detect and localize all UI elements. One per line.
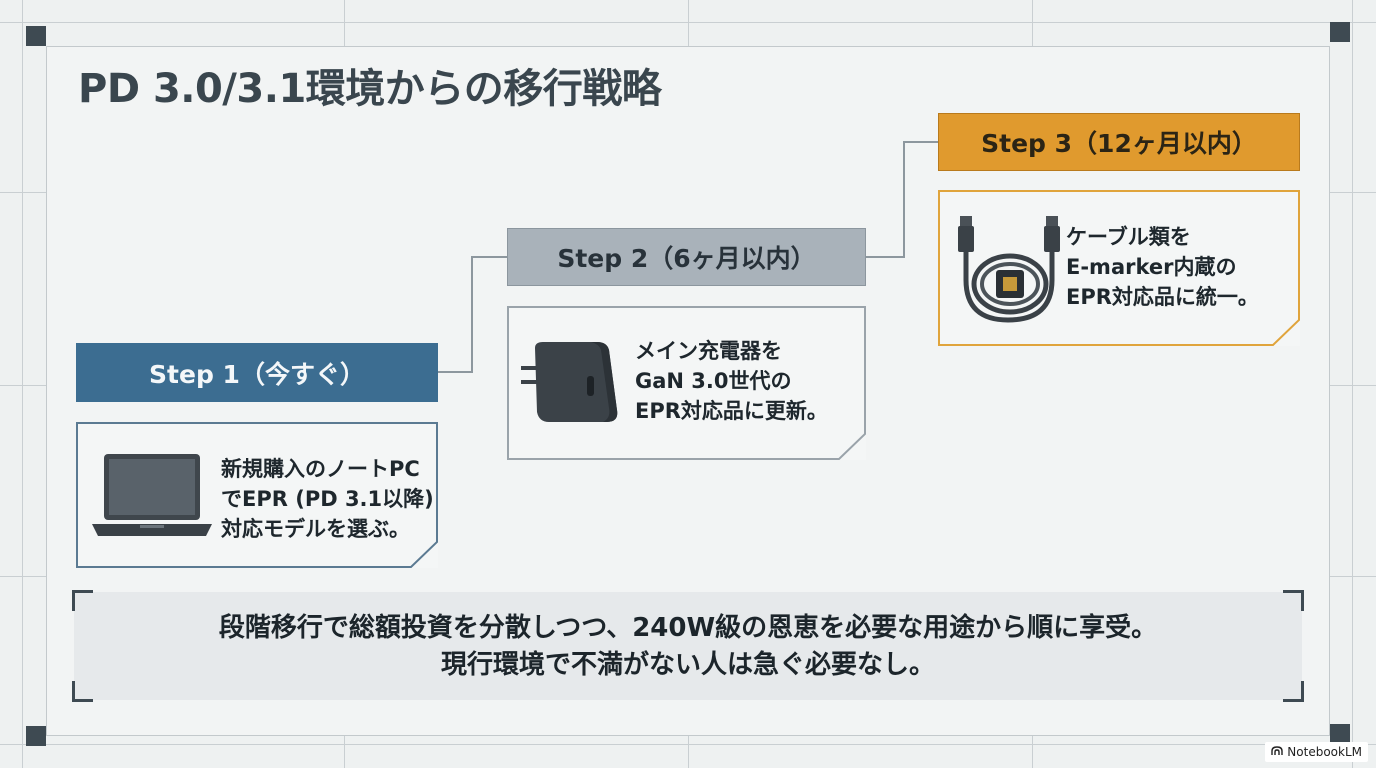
corner-marker — [26, 26, 46, 46]
step3-line: EPR対応品に統一。 — [1066, 285, 1259, 309]
page-title: PD 3.0/3.1環境からの移行戦略 — [78, 66, 662, 112]
corner-marker — [26, 726, 46, 746]
step2-line: メイン充電器を — [635, 339, 782, 363]
summary-box: 段階移行で総額投資を分散しつつ、240W級の恩恵を必要な用途から順に享受。 現行… — [72, 590, 1304, 702]
summary-line: 現行環境で不満がない人は急ぐ必要なし。 — [440, 650, 935, 680]
bracket-corner — [72, 681, 93, 702]
bracket-corner — [1283, 681, 1304, 702]
grid-line — [344, 734, 345, 768]
grid-line — [1328, 385, 1376, 386]
laptop-icon — [90, 450, 214, 544]
bracket-corner — [1283, 590, 1304, 611]
step3-description: ケーブル類を E-marker内蔵の EPR対応品に統一。 — [1066, 222, 1259, 312]
corner-marker — [1330, 22, 1350, 42]
step1-header: Step 1（今すぐ） — [76, 343, 438, 402]
grid-line — [688, 734, 689, 768]
grid-line — [344, 0, 345, 46]
grid-line — [1032, 734, 1033, 768]
step1-line: 対応モデルを選ぶ。 — [221, 517, 410, 541]
step2-card: メイン充電器を GaN 3.0世代の EPR対応品に更新。 — [507, 306, 866, 460]
step3-line: E-marker内蔵の — [1066, 255, 1237, 279]
bracket-corner — [72, 590, 93, 611]
step1-line: でEPR (PD 3.1以降) — [221, 487, 434, 511]
connector-step2-step3 — [866, 141, 938, 258]
step3-line: ケーブル類を — [1066, 225, 1191, 249]
grid-line — [688, 0, 689, 46]
summary-line: 段階移行で総額投資を分散しつつ、240W級の恩恵を必要な用途から順に享受。 — [218, 613, 1158, 643]
watermark-label: NotebookLM — [1287, 745, 1362, 759]
notebooklm-badge: NotebookLM — [1265, 742, 1368, 762]
step2-header: Step 2（6ヶ月以内） — [507, 228, 866, 286]
step3-header: Step 3（12ヶ月以内） — [938, 113, 1300, 171]
step2-line: EPR対応品に更新。 — [635, 399, 828, 423]
grid-line — [1328, 192, 1376, 193]
card-outline — [938, 190, 1300, 346]
grid-line — [0, 192, 46, 193]
corner-marker — [1330, 724, 1350, 744]
step1-line: 新規購入のノートPC — [221, 457, 420, 481]
grid-line — [1352, 0, 1353, 768]
grid-line — [22, 0, 23, 768]
grid-line — [1032, 0, 1033, 46]
step2-description: メイン充電器を GaN 3.0世代の EPR対応品に更新。 — [635, 336, 828, 426]
grid-line — [0, 385, 46, 386]
cable-chip-icon — [956, 210, 1066, 334]
step1-description: 新規購入のノートPC でEPR (PD 3.1以降) 対応モデルを選ぶ。 — [221, 454, 434, 544]
connector-step1-step2 — [438, 256, 507, 373]
card-outline — [507, 306, 866, 460]
charger-icon — [521, 340, 621, 434]
step2-line: GaN 3.0世代の — [635, 369, 792, 393]
step1-card: 新規購入のノートPC でEPR (PD 3.1以降) 対応モデルを選ぶ。 — [76, 422, 438, 568]
card-outline — [76, 422, 438, 568]
step3-card: ケーブル類を E-marker内蔵の EPR対応品に統一。 — [938, 190, 1300, 346]
summary-text: 段階移行で総額投資を分散しつつ、240W級の恩恵を必要な用途から順に享受。 現行… — [74, 610, 1302, 684]
grid-line — [1328, 576, 1376, 577]
notebooklm-logo-icon — [1271, 745, 1283, 759]
grid-line — [0, 576, 46, 577]
